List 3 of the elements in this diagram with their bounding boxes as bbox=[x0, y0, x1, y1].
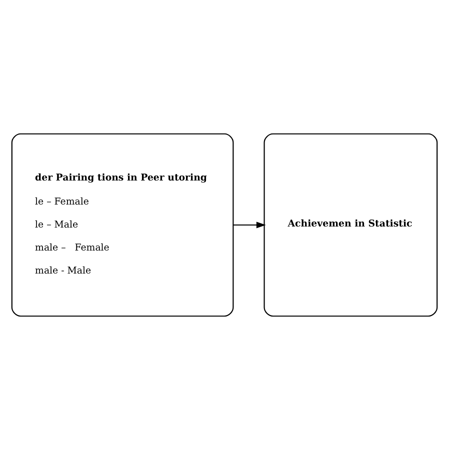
node-box: Achievemen in Statistic bbox=[264, 132, 438, 316]
node-box: der Pairing tions in Peer utoring le – Female le – Male male – Female male - Male bbox=[11, 132, 234, 316]
arrow bbox=[233, 221, 266, 228]
